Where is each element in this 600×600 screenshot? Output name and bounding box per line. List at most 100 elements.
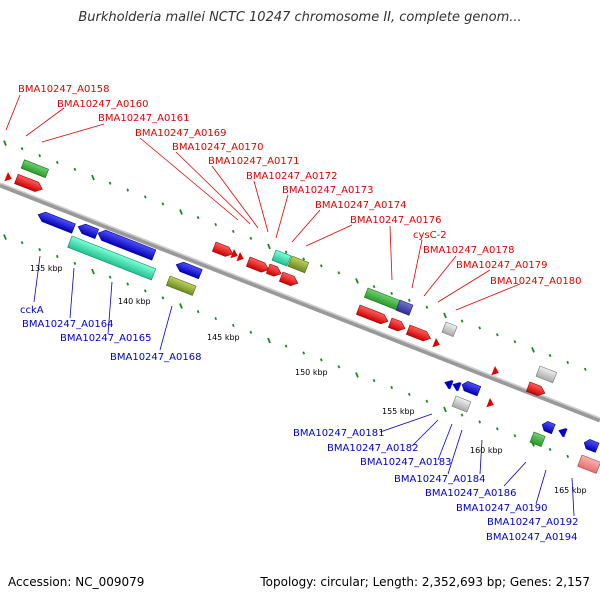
inner-tick-dot (425, 399, 429, 403)
outer-tick-dot (390, 291, 394, 296)
gene-A0173[interactable] (265, 263, 283, 278)
gene-A0164[interactable] (76, 222, 100, 239)
gene-A0164-cyan[interactable] (67, 235, 157, 281)
tick-135: 135 kbp (30, 264, 63, 273)
tick-165: 165 kbp (554, 486, 587, 495)
outer-tick-dot (214, 222, 218, 227)
gene-A0174[interactable] (287, 255, 310, 274)
gene-A0165[interactable] (96, 228, 157, 261)
gene-red-right[interactable] (525, 381, 546, 398)
label-A0160[interactable]: BMA10247_A0160 (57, 99, 148, 110)
inner-tick-dot (478, 420, 482, 424)
gene-A0178[interactable] (387, 317, 407, 333)
outer-tick-dot (302, 257, 306, 261)
reverse-gene-label-lines (33, 255, 575, 517)
inner-tick-dot (108, 275, 112, 279)
label-A0176[interactable]: BMA10247_A0176 (350, 215, 441, 226)
label-A0182[interactable]: BMA10247_A0182 (327, 443, 418, 454)
gene-A0186b[interactable] (557, 426, 568, 438)
tick-155: 155 kbp (382, 407, 415, 416)
gene-A0158[interactable] (20, 159, 50, 179)
label-cysC-2[interactable]: cysC-2 (413, 230, 447, 241)
label-A0173[interactable]: BMA10247_A0173 (282, 185, 373, 196)
gene-A0181[interactable] (443, 378, 454, 390)
gene-A0194[interactable] (577, 454, 600, 474)
label-A0165[interactable]: BMA10247_A0165 (60, 333, 151, 344)
gene-A0184[interactable] (451, 395, 472, 413)
label-A0169[interactable]: BMA10247_A0169 (135, 128, 226, 139)
inner-tick-dots (3, 234, 587, 465)
label-A0194[interactable]: BMA10247_A0194 (486, 532, 577, 543)
gene-A0160[interactable] (14, 173, 44, 194)
inner-tick-dot (38, 248, 42, 252)
gene-grey-right[interactable] (535, 365, 558, 384)
inner-tick-dot (20, 241, 24, 245)
gene-A0186[interactable] (540, 420, 556, 435)
inner-tick-dot (390, 385, 394, 390)
label-A0178[interactable]: BMA10247_A0178 (423, 245, 514, 256)
gene-A0174-red[interactable] (278, 271, 299, 288)
label-A0164[interactable]: BMA10247_A0164 (22, 319, 113, 330)
label-A0183[interactable]: BMA10247_A0183 (360, 457, 451, 468)
gene-A0180[interactable] (441, 321, 458, 338)
label-A0168[interactable]: BMA10247_A0168 (110, 352, 201, 363)
outer-tick-dot (231, 229, 235, 234)
outer-tick-dot (531, 347, 535, 353)
label-A0172[interactable]: BMA10247_A0172 (246, 171, 337, 182)
label-A0190[interactable]: BMA10247_A0190 (456, 503, 547, 514)
gene-A0183b[interactable] (486, 398, 495, 409)
topology-info: Topology: circular; Length: 2,352,693 bp… (260, 575, 590, 589)
gene-small-red-left[interactable] (4, 172, 13, 183)
label-A0180[interactable]: BMA10247_A0180 (490, 276, 581, 287)
gene-A0190[interactable] (529, 431, 546, 448)
inner-tick-dot (3, 234, 7, 240)
label-A0171[interactable]: BMA10247_A0171 (208, 156, 299, 167)
tick-145: 145 kbp (207, 333, 240, 342)
label-A0170[interactable]: BMA10247_A0170 (172, 142, 263, 153)
inner-tick-dot (284, 344, 288, 348)
label-A0181[interactable]: BMA10247_A0181 (293, 428, 384, 439)
gene-A0169[interactable] (211, 241, 234, 259)
gene-A0180-red[interactable] (432, 338, 441, 349)
label-A0179[interactable]: BMA10247_A0179 (456, 260, 547, 271)
accession-text: Accession: NC_009079 (8, 575, 145, 589)
gene-A0168-blue[interactable] (174, 260, 203, 280)
gene-A0171[interactable] (236, 252, 245, 263)
label-A0161[interactable]: BMA10247_A0161 (98, 113, 189, 124)
label-A0186[interactable]: BMA10247_A0186 (425, 488, 516, 499)
gene-small-red-2[interactable] (491, 366, 500, 377)
label-A0174[interactable]: BMA10247_A0174 (315, 200, 406, 211)
outer-tick-dot (583, 367, 587, 371)
inner-tick-dot (548, 447, 552, 452)
label-A0192[interactable]: BMA10247_A0192 (487, 517, 578, 528)
inner-tick-dot (267, 337, 271, 344)
inner-tick-dot (372, 378, 376, 383)
gene-A0172[interactable] (245, 256, 270, 274)
gene-A0182[interactable] (451, 380, 462, 392)
gene-cckA[interactable] (36, 210, 76, 234)
gene-A0168[interactable] (165, 275, 197, 296)
gene-A0176-red[interactable] (355, 304, 389, 326)
gene-A0176[interactable] (363, 287, 402, 311)
outer-tick-dot (91, 174, 95, 181)
inner-tick-dot (407, 392, 411, 396)
outer-tick-dot (355, 278, 359, 284)
inner-tick-dot (513, 434, 517, 438)
gene-A0179[interactable] (405, 324, 432, 343)
gene-A0192[interactable] (582, 438, 600, 453)
gene-cysC-2[interactable] (395, 299, 414, 316)
outer-tick-dot (284, 250, 288, 254)
inner-tick-dot (495, 427, 499, 431)
outer-tick-dot (20, 147, 24, 151)
outer-tick-dot (372, 284, 376, 289)
label-A0158[interactable]: BMA10247_A0158 (18, 84, 109, 95)
gene-A0174-cyan[interactable] (271, 249, 292, 267)
label-A0184[interactable]: BMA10247_A0184 (394, 474, 485, 485)
label-cckA[interactable]: cckA (20, 305, 44, 316)
gene-A0183[interactable] (460, 380, 482, 397)
gene-A0170[interactable] (230, 249, 239, 260)
inner-tick-dot (443, 406, 447, 413)
tick-160: 160 kbp (470, 446, 503, 455)
outer-tick-dot (319, 264, 323, 268)
